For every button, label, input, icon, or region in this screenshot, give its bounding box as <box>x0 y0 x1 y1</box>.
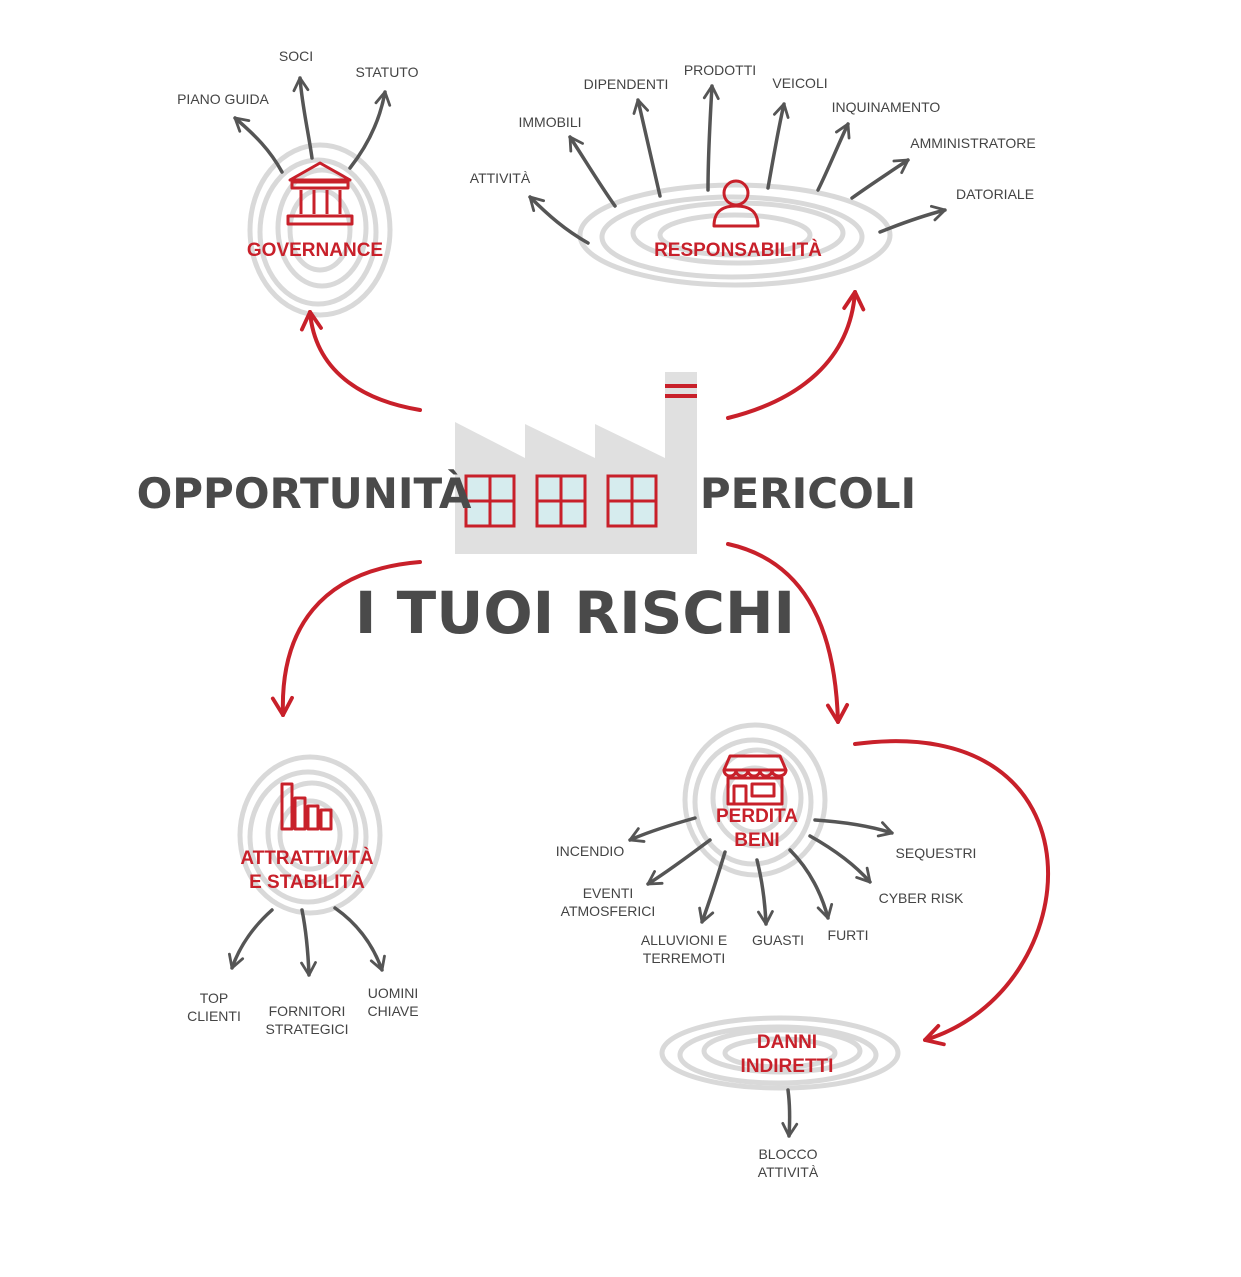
page-title: I TUOI RISCHI <box>355 579 795 647</box>
arrow-prodotti <box>702 84 720 192</box>
arrow-top-clienti <box>228 908 274 970</box>
attr-item-top: TOP <box>200 990 229 1006</box>
attr-item-fornitori: FORNITORI <box>269 1003 346 1019</box>
arrow-amministratore <box>850 158 910 200</box>
perdita-item-cyber: CYBER RISK <box>879 890 964 906</box>
arrow-to-attrattivita <box>270 560 422 717</box>
attrattivita-title-line1: ATTRATTIVITÀ <box>240 847 374 869</box>
arrow-to-responsabilita <box>726 290 866 420</box>
perdita-item-terremoti: TERREMOTI <box>643 950 725 966</box>
shop-icon <box>722 754 788 806</box>
resp-item-datoriale: DATORIALE <box>956 186 1034 202</box>
arrow-uomini-chiave <box>333 906 386 972</box>
arrow-sequestri <box>813 818 894 838</box>
arrow-piano-guida <box>233 116 284 174</box>
bank-icon <box>286 161 354 226</box>
arrow-statuto <box>348 90 392 170</box>
attrattivita-scribble <box>237 754 383 916</box>
perdita-item-sequestri: SEQUESTRI <box>896 845 977 861</box>
arrow-incendio <box>628 816 697 843</box>
governance-scribble <box>247 142 393 318</box>
attrattivita-title-line2: E STABILITÀ <box>249 871 365 893</box>
arrow-to-perdita-beni <box>726 542 850 724</box>
perdita-beni-title-line1: PERDITA <box>716 806 798 827</box>
pericoli-label: PERICOLI <box>700 469 916 518</box>
gov-item-soci: SOCI <box>279 48 313 64</box>
responsabilita-title: RESPONSABILITÀ <box>654 239 822 261</box>
arrow-attivita <box>528 195 590 245</box>
responsabilita-scribble <box>577 182 893 288</box>
perdita-beni-scribble <box>682 722 828 878</box>
attr-item-strategici: STRATEGICI <box>266 1021 349 1037</box>
arrow-fornitori <box>300 908 317 977</box>
perdita-item-atmosferici: ATMOSFERICI <box>561 903 656 919</box>
resp-item-amministratore: AMMINISTRATORE <box>910 135 1036 151</box>
arrow-to-danni-indiretti <box>853 739 1050 1047</box>
resp-item-veicoli: VEICOLI <box>772 75 827 91</box>
arrow-dipendenti <box>632 98 662 198</box>
arrow-cyber <box>808 834 872 884</box>
danni-item-attivita: ATTIVITÀ <box>758 1164 819 1180</box>
resp-item-immobili: IMMOBILI <box>518 114 581 130</box>
arrow-to-governance <box>299 310 422 412</box>
arrow-guasti <box>755 858 774 926</box>
resp-item-inquinamento: INQUINAMENTO <box>832 99 941 115</box>
governance-title: GOVERNANCE <box>247 240 383 261</box>
arrow-blocco-attivita <box>781 1088 799 1138</box>
opportunita-label: OPPORTUNITÀ <box>137 468 472 518</box>
attr-item-clienti: CLIENTI <box>187 1008 241 1024</box>
perdita-item-eventi: EVENTI <box>583 885 634 901</box>
perdita-beni-title-line2: BENI <box>734 830 779 851</box>
arrow-inquinamento <box>816 122 851 192</box>
danni-indiretti-title-line2: INDIRETTI <box>741 1056 834 1077</box>
bar-chart-icon <box>280 782 333 831</box>
arrow-soci <box>292 76 314 160</box>
resp-item-attivita: ATTIVITÀ <box>470 170 531 186</box>
danni-item-blocco: BLOCCO <box>758 1146 817 1162</box>
gov-item-statuto: STATUTO <box>356 64 419 80</box>
arrow-eventi <box>646 838 712 886</box>
perdita-item-alluvioni: ALLUVIONI E <box>641 932 727 948</box>
factory-icon <box>455 372 697 554</box>
resp-item-prodotti: PRODOTTI <box>684 62 756 78</box>
arrow-furti <box>788 848 834 920</box>
arrow-datoriale <box>878 204 947 234</box>
gov-item-piano-guida: PIANO GUIDA <box>177 91 269 107</box>
person-icon <box>712 179 760 228</box>
resp-item-dipendenti: DIPENDENTI <box>584 76 669 92</box>
perdita-item-furti: FURTI <box>828 927 869 943</box>
perdita-item-incendio: INCENDIO <box>556 843 625 859</box>
arrow-alluvioni <box>698 850 727 924</box>
danni-indiretti-title-line1: DANNI <box>757 1032 817 1053</box>
arrow-veicoli <box>766 102 790 190</box>
perdita-item-guasti: GUASTI <box>752 932 804 948</box>
attr-item-uomini: UOMINI <box>368 985 419 1001</box>
arrow-immobili <box>568 135 617 208</box>
danni-indiretti-scribble <box>659 1015 901 1091</box>
attr-item-chiave: CHIAVE <box>367 1003 418 1019</box>
